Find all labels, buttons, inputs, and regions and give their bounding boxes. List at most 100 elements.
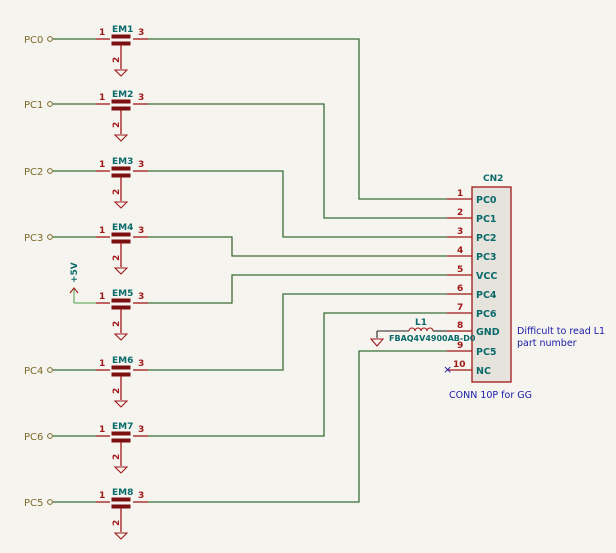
wire-to-connector [148,274,447,304]
filter-plate-icon [111,232,131,237]
pin-number: 8 [457,321,463,331]
pin-number: 4 [457,246,463,256]
ground-icon [113,134,129,142]
pin-number: 3 [138,491,144,501]
pin-number: 3 [138,93,144,103]
pin-name: PC6 [476,309,497,320]
ground-icon [113,466,129,474]
pin-number: 6 [457,284,463,294]
wire-to-connector [148,170,447,238]
pin-number: 2 [112,520,122,526]
net-label: PC5 [24,498,43,509]
note-line-2: part number [517,338,577,349]
connector-value: CONN 10P for GG [449,390,532,401]
filter-plate-icon [111,106,131,111]
pin-name: PC1 [476,214,497,225]
filter-plate-icon [111,41,131,46]
pin-number: 5 [457,265,463,275]
filter-ref: EM8 [112,488,133,498]
pin-name: PC2 [476,233,497,244]
pin-number: 2 [112,189,122,195]
filter-plate-icon [111,372,131,377]
pin-number: 3 [138,425,144,435]
pin-number: 2 [112,122,122,128]
pin-number: 1 [99,425,105,435]
pin-number: 1 [99,226,105,236]
net-label: PC0 [24,35,43,46]
ground-icon [113,532,129,540]
note-line-1: Difficult to read L1 [517,326,605,337]
pin-name: PC3 [476,252,497,263]
pin-name: PC0 [476,195,497,206]
net-port-icon [47,367,53,373]
connector-ref: CN2 [483,174,503,184]
filter-plate-icon [111,497,131,502]
pin-name: NC [476,366,491,377]
pin-number: 1 [99,491,105,501]
wire-to-connector [148,103,447,219]
filter-em7[interactable]: PC6 1 3 EM7 2 [24,312,447,474]
pin-number: 1 [99,28,105,38]
filter-plate-icon [111,239,131,244]
net-port-icon [47,101,53,107]
pin-number: 1 [457,189,463,199]
net-label: PC4 [24,366,43,377]
pin-number: 1 [99,93,105,103]
ground-icon [113,400,129,408]
power-5v: +5V [69,262,96,304]
filter-em2[interactable]: PC1 1 3 EM2 2 [24,90,447,219]
filter-ref: EM6 [112,356,133,366]
pin-number: 1 [99,160,105,170]
wire-to-connector [148,312,447,437]
filter-plate-icon [111,173,131,178]
filter-plate-icon [111,305,131,310]
wire-to-connector [148,350,447,503]
net-port-icon [47,168,53,174]
pin-number: 2 [112,255,122,261]
filter-ref: EM1 [112,25,133,35]
pin-name: PC4 [476,290,497,301]
pin-number: 3 [138,226,144,236]
ground-icon [113,69,129,77]
pin-number: 2 [112,57,122,63]
ground-icon [369,338,385,347]
pin-name: GND [476,327,500,338]
net-label: PC2 [24,167,43,178]
power-label: +5V [70,262,80,283]
pin-name: PC5 [476,347,497,358]
wire-to-connector [148,236,447,257]
power-arrow-icon [69,287,79,294]
connector-cn2[interactable]: CN2 1PC02PC13PC24PC35VCC6PC47PC68GND9PC5… [447,174,532,401]
filter-plate-icon [111,298,131,303]
pin-number: 3 [138,292,144,302]
filter-ref: EM7 [112,422,133,432]
filter-plate-icon [111,431,131,436]
net-label: PC6 [24,432,43,443]
filter-plate-icon [111,34,131,39]
net-port-icon [47,36,53,42]
inductor-l1[interactable]: L1 FBAQ4V4900AB-D0 [369,318,476,347]
filter-em1[interactable]: PC0 1 3 EM1 2 [24,25,447,200]
pin-number: 2 [112,388,122,394]
net-port-icon [47,234,53,240]
filter-ref: EM5 [112,289,133,299]
filter-ref: EM4 [112,223,133,233]
net-port-icon [47,499,53,505]
filter-ref: EM2 [112,90,133,100]
ground-icon [113,267,129,275]
net-label: PC1 [24,100,43,111]
